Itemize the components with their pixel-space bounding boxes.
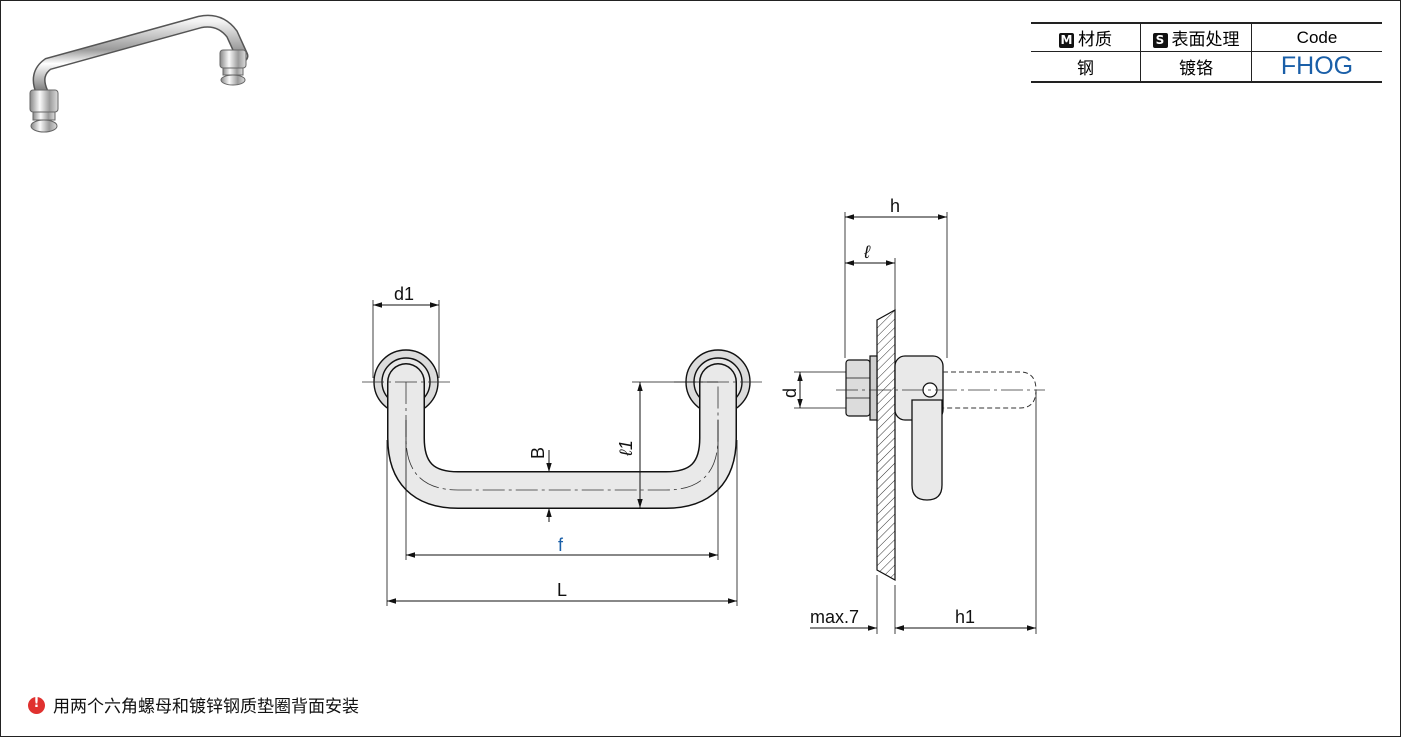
code-value: FHOG [1251, 51, 1382, 83]
dim-h1: h1 [955, 607, 975, 627]
installation-note: 用两个六角螺母和镀锌钢质垫圈背面安装 [28, 692, 359, 717]
technical-drawing: d1 ℓ1 B f L [362, 196, 1045, 634]
dim-d: d [780, 388, 800, 398]
material-value: 钢 [1031, 51, 1141, 83]
warning-icon [28, 696, 45, 714]
code-header: Code [1251, 22, 1382, 52]
dim-l: ℓ [863, 242, 871, 262]
material-header-cell: M 材质 [1031, 22, 1141, 52]
dim-l1: ℓ1 [616, 440, 636, 457]
product-photo [29, 14, 249, 133]
side-view: h ℓ d max.7 h1 [780, 196, 1045, 634]
dim-B: B [528, 447, 548, 459]
dim-L: L [557, 580, 567, 600]
surface-badge: S [1152, 33, 1168, 48]
dim-h: h [890, 196, 900, 216]
front-view: d1 ℓ1 B f L [362, 284, 762, 606]
dim-max7: max.7 [810, 607, 859, 627]
material-badge: M [1059, 33, 1074, 48]
installation-note-text: 用两个六角螺母和镀锌钢质垫圈背面安装 [53, 697, 359, 717]
surface-value: 镀铬 [1140, 51, 1252, 83]
spec-value-row: 钢 镀铬 FHOG [1031, 51, 1382, 83]
material-header: 材质 [1078, 30, 1112, 50]
surface-header: 表面处理 [1171, 30, 1240, 50]
dim-f: f [558, 535, 564, 555]
dim-d1: d1 [394, 284, 414, 304]
